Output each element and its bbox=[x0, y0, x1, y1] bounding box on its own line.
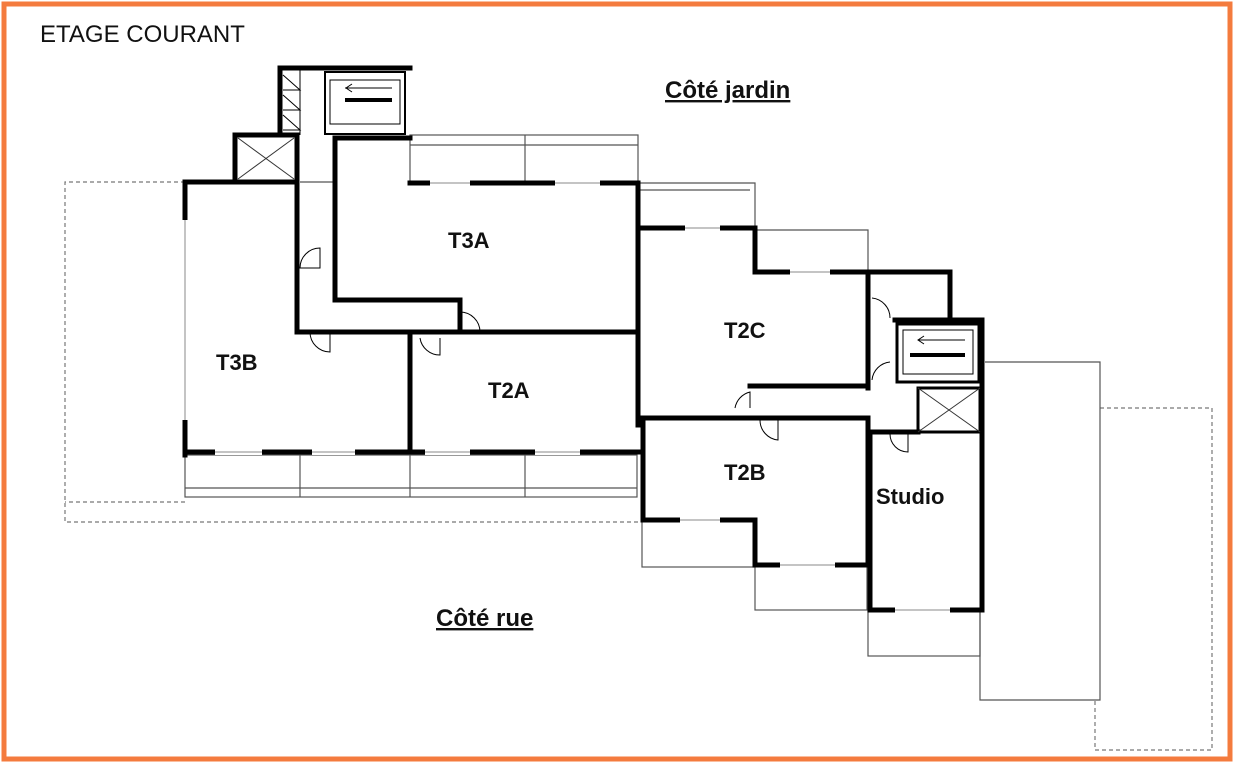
staircase-icon bbox=[324, 71, 981, 384]
room-label-t2b: T2B bbox=[724, 460, 766, 485]
terrace-outlines bbox=[64, 181, 1213, 751]
door-swings bbox=[299, 247, 909, 453]
street-side-label: Côté rue bbox=[436, 605, 533, 632]
room-label-studio: Studio bbox=[876, 484, 944, 509]
room-label-t2c: T2C bbox=[724, 318, 766, 343]
room-label-t3b: T3B bbox=[216, 350, 258, 375]
room-label-t2a: T2A bbox=[488, 378, 530, 403]
lift-shaft-icon bbox=[237, 137, 982, 434]
garden-side-label: Côté jardin bbox=[665, 77, 790, 104]
stair-steps bbox=[282, 70, 302, 135]
window-glass bbox=[184, 182, 950, 611]
walls bbox=[182, 65, 985, 613]
page-title: ETAGE COURANT bbox=[40, 21, 245, 48]
room-label-t3a: T3A bbox=[448, 228, 490, 253]
window-gaps bbox=[182, 180, 950, 613]
